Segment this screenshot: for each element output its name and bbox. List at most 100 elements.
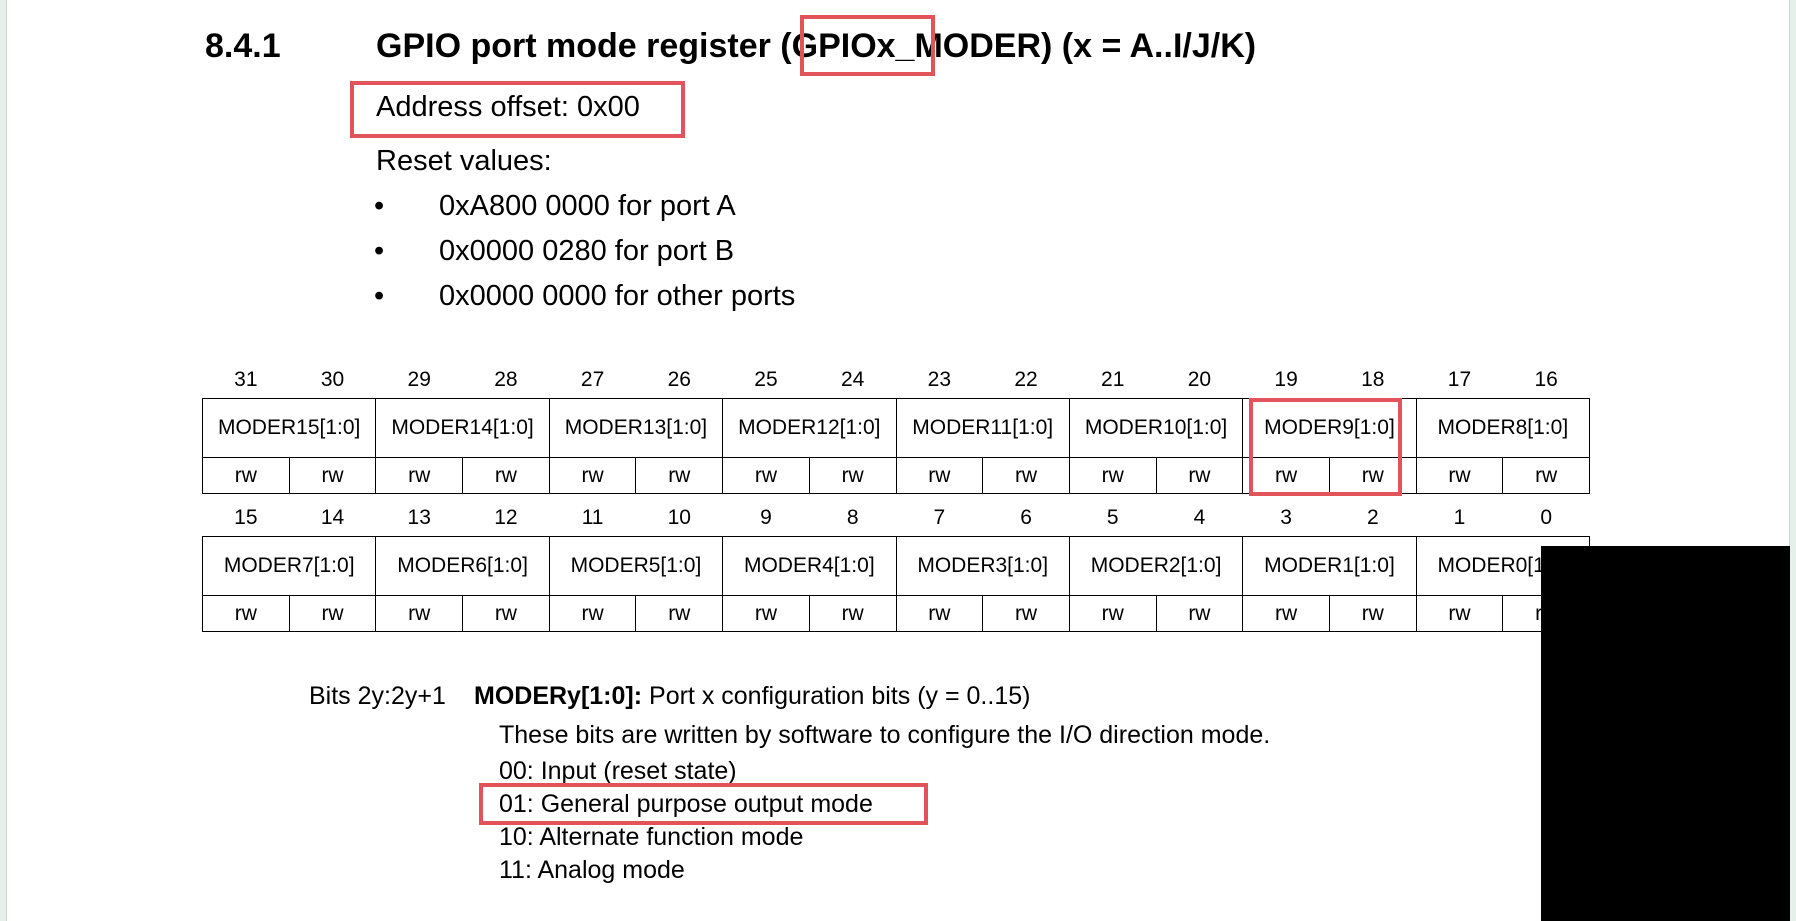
bullet-icon: • <box>374 280 385 312</box>
access-type: rw <box>1242 457 1330 494</box>
reset-value-item: 0x0000 0000 for other ports <box>439 280 796 312</box>
access-type: rw <box>1415 595 1504 632</box>
register-field: MODER5[1:0] <box>548 536 724 596</box>
highlight-moder9 <box>1249 398 1402 496</box>
register-field: MODER6[1:0] <box>375 536 550 596</box>
highlight-output-mode <box>479 783 928 825</box>
bit-number: 14 <box>320 506 345 529</box>
access-type: rw <box>548 595 637 632</box>
bit-number: 12 <box>494 506 518 529</box>
access-type: rw <box>982 457 1070 494</box>
bit-number: 7 <box>933 506 946 529</box>
bit-number: 6 <box>1020 506 1032 529</box>
field-description-heading: MODERy[1:0]: Port x configuration bits (… <box>474 682 1030 711</box>
access-type: rw <box>375 595 464 632</box>
access-type: rw <box>288 457 377 494</box>
bit-number: 17 <box>1447 368 1472 391</box>
register-field: MODER11[1:0] <box>895 398 1070 458</box>
access-type: rw <box>1155 457 1244 494</box>
mode-option: 01: General purpose output mode <box>499 790 873 818</box>
bit-number: 30 <box>320 368 345 391</box>
bullet-icon: • <box>374 190 385 222</box>
field-name-row: MODER15[1:0] MODER14[1:0] MODER13[1:0] M… <box>201 398 1591 458</box>
access-type: rw <box>635 595 724 632</box>
mode-option: 00: Input (reset state) <box>499 757 737 785</box>
access-type: rw <box>1242 595 1330 632</box>
bit-number: 2 <box>1366 506 1379 529</box>
access-type: rw <box>1155 595 1244 632</box>
register-table-low: 15 14 13 12 11 10 9 8 7 6 5 4 3 2 1 0 MO… <box>201 500 1591 632</box>
bit-number: 21 <box>1101 368 1125 391</box>
page-right-border <box>1789 0 1796 921</box>
bit-number: 20 <box>1187 368 1212 391</box>
bit-number: 29 <box>407 368 431 391</box>
bullet-icon: • <box>374 235 385 267</box>
section-number: 8.4.1 <box>205 27 281 65</box>
register-field: MODER10[1:0] <box>1068 398 1244 458</box>
access-type: rw <box>202 457 290 494</box>
register-field: MODER3[1:0] <box>895 536 1070 596</box>
access-type: rw <box>895 595 984 632</box>
bit-number: 13 <box>407 506 431 529</box>
access-type: rw <box>722 457 810 494</box>
field-summary: Port x configuration bits (y = 0..15) <box>642 682 1031 710</box>
access-type: rw <box>375 457 464 494</box>
reset-values-heading: Reset values: <box>376 145 552 177</box>
access-type: rw <box>635 457 724 494</box>
register-field: MODER1[1:0] <box>1242 536 1417 596</box>
highlight-address-offset <box>350 81 685 138</box>
bit-number: 23 <box>927 368 952 391</box>
access-type: rw <box>1068 457 1157 494</box>
field-name: MODERy[1:0]: <box>474 682 643 710</box>
access-type: rw <box>1328 457 1417 494</box>
access-type: rw <box>895 457 984 494</box>
access-type: rw <box>808 457 897 494</box>
bit-number: 4 <box>1193 506 1206 529</box>
access-type: rw <box>462 595 550 632</box>
bit-number: 26 <box>667 368 691 391</box>
page-left-border <box>0 0 7 921</box>
bit-number: 16 <box>1534 368 1558 391</box>
bit-number: 5 <box>1106 506 1119 529</box>
access-type: rw <box>808 595 897 632</box>
register-field: MODER14[1:0] <box>375 398 550 458</box>
description-body: These bits are written by software to co… <box>499 721 1271 749</box>
access-type: rw <box>548 457 637 494</box>
mode-option: 10: Alternate function mode <box>499 823 804 851</box>
access-type: rw <box>722 595 810 632</box>
bit-number: 3 <box>1280 506 1292 529</box>
section-title: GPIO port mode register (GPIOx_MODER) (x… <box>376 27 1257 65</box>
register-field: MODER7[1:0] <box>201 536 377 596</box>
reset-value-item: 0x0000 0280 for port B <box>439 235 735 267</box>
register-field: MODER4[1:0] <box>722 536 897 596</box>
bit-number: 25 <box>754 368 778 391</box>
access-type: rw <box>1328 595 1417 632</box>
register-field: MODER2[1:0] <box>1068 536 1244 596</box>
bit-number: 31 <box>234 368 258 391</box>
bit-number: 1 <box>1453 506 1466 529</box>
bit-number: 10 <box>667 506 691 529</box>
access-type: rw <box>202 595 290 632</box>
bit-number-row: 31 30 29 28 27 26 25 24 23 22 21 20 19 1… <box>203 362 1590 399</box>
register-field: MODER13[1:0] <box>548 398 724 458</box>
mode-option: 11: Analog mode <box>499 856 685 884</box>
bit-number: 11 <box>581 506 604 529</box>
register-field: MODER15[1:0] <box>201 398 377 458</box>
redaction-box <box>1541 546 1790 921</box>
bit-number: 15 <box>234 506 258 529</box>
bit-number: 0 <box>1540 506 1552 529</box>
highlight-gpiox <box>800 15 935 76</box>
bit-number: 19 <box>1274 368 1298 391</box>
register-field: MODER12[1:0] <box>722 398 897 458</box>
field-name-row: MODER7[1:0] MODER6[1:0] MODER5[1:0] MODE… <box>201 536 1591 596</box>
access-type: rw <box>1502 457 1590 494</box>
bit-number: 9 <box>760 506 772 529</box>
bit-number-row: 15 14 13 12 11 10 9 8 7 6 5 4 3 2 1 0 <box>203 500 1590 537</box>
address-offset: Address offset: 0x00 <box>376 91 640 123</box>
access-type: rw <box>1415 457 1504 494</box>
bit-number: 8 <box>846 506 859 529</box>
reset-value-item: 0xA800 0000 for port A <box>439 190 736 222</box>
register-table-high: 31 30 29 28 27 26 25 24 23 22 21 20 19 1… <box>201 362 1591 494</box>
bit-number: 28 <box>494 368 518 391</box>
access-row: rw rw rw rw rw rw rw rw rw rw rw rw rw r… <box>202 457 1590 494</box>
